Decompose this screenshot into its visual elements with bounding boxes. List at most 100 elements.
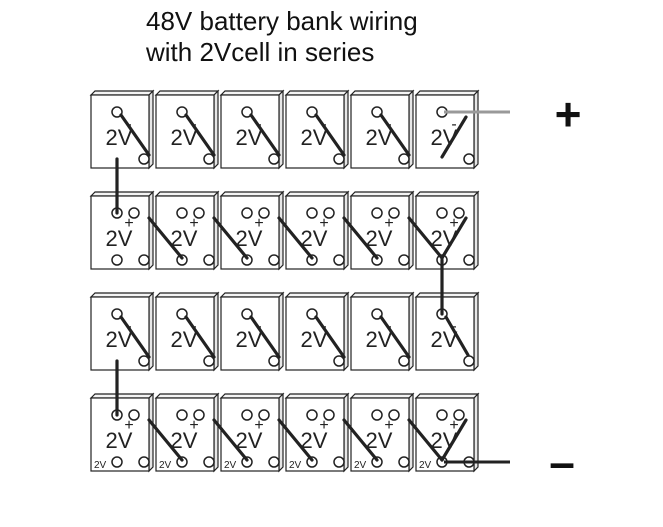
battery-cell: 2V- — [89, 89, 155, 170]
cell-polarity-sign: + — [124, 215, 133, 232]
cell-polarity-sign: + — [449, 417, 458, 434]
cell-polarity-sign: + — [254, 215, 263, 232]
cell-terminal — [371, 207, 383, 219]
series-link — [379, 113, 411, 157]
cell-terminal — [268, 254, 280, 266]
cell-terminal — [258, 409, 270, 421]
cell-terminal — [268, 355, 280, 367]
cell-polarity-sign: + — [124, 417, 133, 434]
cell-voltage-label: 2V — [301, 327, 328, 352]
cell-side-face — [408, 392, 414, 473]
cell-top-face — [89, 393, 155, 399]
cell-terminal — [128, 207, 140, 219]
cell-terminal — [323, 409, 335, 421]
series-wires — [115, 113, 470, 462]
cell-top-face — [414, 292, 480, 298]
cell-voltage-label: 2V — [171, 125, 198, 150]
cell-voltage-label: 2V — [301, 428, 328, 453]
battery-cell: 2V+ — [89, 190, 155, 271]
cell-voltage-label: 2V — [366, 125, 393, 150]
cell-voltage-label: 2V — [171, 327, 198, 352]
positive-terminal-label: + — [555, 88, 582, 140]
cell-polarity-sign: + — [384, 417, 393, 434]
cell-top-face — [414, 393, 480, 399]
cell-side-face — [148, 190, 154, 271]
cell-terminal — [306, 456, 318, 468]
cell-voltage-label: 2V — [236, 327, 263, 352]
series-link — [212, 418, 249, 462]
cell-side-face — [213, 190, 219, 271]
cell-terminal — [306, 409, 318, 421]
cell-terminal — [138, 254, 150, 266]
battery-cell: 2V+2V — [154, 392, 220, 473]
cell-voltage-label: 2V — [106, 226, 133, 251]
cell-terminal — [193, 409, 205, 421]
cell-voltage-label: 2V — [236, 125, 263, 150]
cell-terminal — [241, 456, 253, 468]
battery-cell: 2V+2V — [414, 392, 480, 473]
title-line-1: 48V battery bank wiring — [146, 6, 418, 36]
cell-terminal — [306, 254, 318, 266]
cell-voltage-label: 2V — [366, 327, 393, 352]
battery-cell: 2V- — [154, 89, 220, 170]
series-link — [119, 113, 151, 157]
negative-terminal-label: – — [549, 436, 575, 488]
cell-terminal — [241, 409, 253, 421]
cell-terminal — [436, 207, 448, 219]
cell-polarity-sign: - — [451, 116, 456, 133]
battery-cell: 2V- — [154, 291, 220, 372]
cell-terminal — [203, 254, 215, 266]
output-leads — [444, 110, 510, 464]
battery-cell: 2V+2V — [219, 392, 285, 473]
cell-voltage-label: 2V — [301, 226, 328, 251]
series-link — [184, 113, 216, 157]
series-link — [342, 418, 379, 462]
battery-cell: 2V- — [284, 89, 350, 170]
cell-terminal — [268, 153, 280, 165]
cell-terminal — [371, 456, 383, 468]
cell-top-face — [219, 292, 285, 298]
cell-side-face — [278, 190, 284, 271]
cell-polarity-sign: + — [384, 215, 393, 232]
cell-top-face — [284, 191, 350, 197]
cell-top-face — [219, 393, 285, 399]
cell-small-label: 2V — [94, 460, 107, 471]
cell-top-face — [154, 393, 220, 399]
cell-voltage-label: 2V — [106, 125, 133, 150]
cell-top-face — [154, 191, 220, 197]
battery-cell: 2V- — [219, 291, 285, 372]
series-link — [314, 113, 346, 157]
cell-polarity-sign: + — [189, 417, 198, 434]
cell-top-face — [414, 191, 480, 197]
cell-small-label: 2V — [289, 460, 302, 471]
battery-cell: 2V+ — [414, 190, 480, 271]
cell-small-label: 2V — [354, 460, 367, 471]
battery-cell: 2V- — [284, 291, 350, 372]
cell-terminal — [258, 207, 270, 219]
cell-terminal — [371, 254, 383, 266]
cell-terminal — [176, 254, 188, 266]
battery-cell: 2V+2V — [284, 392, 350, 473]
cell-polarity-sign: + — [189, 215, 198, 232]
cell-top-face — [284, 292, 350, 298]
series-link — [440, 216, 468, 260]
cell-polarity-sign: + — [254, 417, 263, 434]
cell-terminal — [193, 207, 205, 219]
cell-top-face — [349, 292, 415, 298]
cell-polarity-sign: - — [451, 318, 456, 335]
series-link — [314, 315, 346, 359]
cell-terminal — [128, 409, 140, 421]
cell-voltage-label: 2V — [236, 226, 263, 251]
cell-side-face — [278, 392, 284, 473]
cell-top-face — [89, 191, 155, 197]
cell-terminal — [398, 153, 410, 165]
cell-voltage-label: 2V — [366, 226, 393, 251]
cell-terminal — [463, 254, 475, 266]
series-link — [407, 418, 444, 462]
cell-polarity-sign: + — [319, 417, 328, 434]
cell-terminal — [203, 456, 215, 468]
battery-cell: 2V+2V — [89, 392, 155, 473]
cell-terminal — [241, 207, 253, 219]
battery-cell: 2V+2V — [349, 392, 415, 473]
